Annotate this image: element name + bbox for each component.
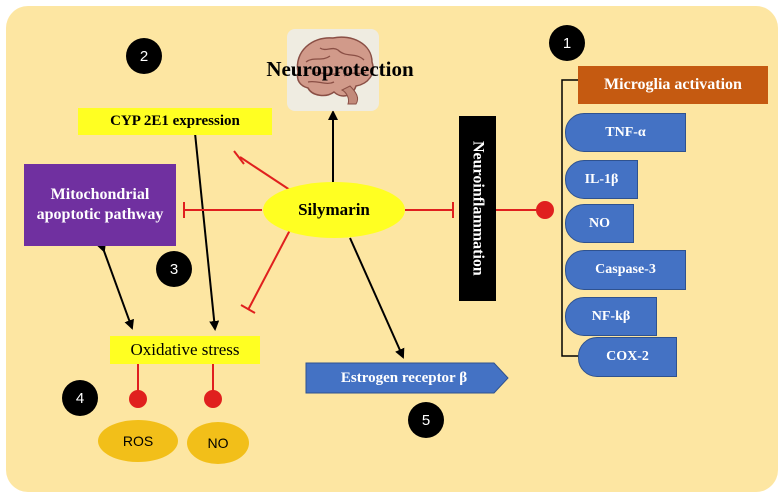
inhibit-cyp-bar xyxy=(233,150,245,165)
cyp-2e1-box: CYP 2E1 expression xyxy=(78,108,272,135)
inhibit-cyp-line xyxy=(239,156,291,191)
number-3-text: 3 xyxy=(169,260,179,278)
silymarin-label: Silymarin xyxy=(263,196,405,224)
marker-caspase-3-text: Caspase-3 xyxy=(595,262,656,277)
arrow-mito-oxidative xyxy=(96,241,134,330)
number-badge-2: 2 xyxy=(126,38,162,74)
estrogen-receptor-text: Estrogen receptor β xyxy=(340,369,468,386)
cyp-2e1-text: CYP 2E1 expression xyxy=(110,113,240,129)
number-4-text: 4 xyxy=(75,389,85,407)
number-badge-4: 4 xyxy=(62,380,98,416)
marker-no-text: NO xyxy=(589,215,610,231)
marker-il-1beta-text: IL-1β xyxy=(584,171,619,187)
microglia-dot xyxy=(536,201,554,219)
number-badge-3: 3 xyxy=(156,251,192,287)
inhibit-oxidative-line xyxy=(247,229,291,311)
number-badge-5: 5 xyxy=(408,402,444,438)
marker-caspase-3: Caspase-3 xyxy=(565,250,686,290)
marker-nf-kbeta-text: NF-kβ xyxy=(591,308,631,324)
estrogen-receptor-label: Estrogen receptor β xyxy=(306,363,502,393)
marker-il-1beta: IL-1β xyxy=(565,160,638,199)
arrow-to-estrogen xyxy=(349,237,405,359)
microglia-activation-box: Microglia activation xyxy=(578,66,768,104)
arrow-cyp-to-oxidative xyxy=(194,132,220,331)
mitochondrial-text: Mitochondrial apoptotic pathway xyxy=(36,186,164,223)
marker-no: NO xyxy=(565,204,634,243)
marker-cox-2: COX-2 xyxy=(578,337,677,377)
neuroprotection-label: Neuroprotection xyxy=(245,54,435,84)
number-5-text: 5 xyxy=(421,411,431,429)
number-1-text: 1 xyxy=(562,34,572,52)
silymarin-ellipse xyxy=(263,182,405,238)
neuroprotection-text: Neuroprotection xyxy=(266,56,414,81)
marker-tnf-alpha-text: TNF-α xyxy=(605,124,646,140)
no-dot xyxy=(204,390,222,408)
silymarin-text: Silymarin xyxy=(298,200,370,219)
oxidative-stress-text: Oxidative stress xyxy=(130,340,240,359)
no-oval-text: NO xyxy=(207,435,229,451)
estrogen-arrow-shape xyxy=(305,362,509,394)
brain-icon xyxy=(287,29,379,111)
number-2-text: 2 xyxy=(139,47,149,65)
oxidative-stress-box: Oxidative stress xyxy=(110,336,260,364)
ros-oval: ROS xyxy=(98,420,178,462)
microglia-activation-text: Microglia activation xyxy=(604,76,742,93)
ros-text: ROS xyxy=(122,433,154,449)
marker-tnf-alpha: TNF-α xyxy=(565,113,686,152)
ros-dot xyxy=(129,390,147,408)
inhibit-oxidative-bar xyxy=(240,304,256,314)
microglia-bracket xyxy=(561,79,588,357)
neuroinflammation-box: Neuroinflammation xyxy=(459,116,496,301)
marker-cox-2-text: COX-2 xyxy=(606,349,649,364)
mitochondrial-box: Mitochondrial apoptotic pathway xyxy=(24,164,176,246)
neuroinflammation-text: Neuroinflammation xyxy=(469,141,487,276)
no-oval: NO xyxy=(187,422,249,464)
number-badge-1: 1 xyxy=(549,25,585,61)
marker-nf-kbeta: NF-kβ xyxy=(565,297,657,336)
